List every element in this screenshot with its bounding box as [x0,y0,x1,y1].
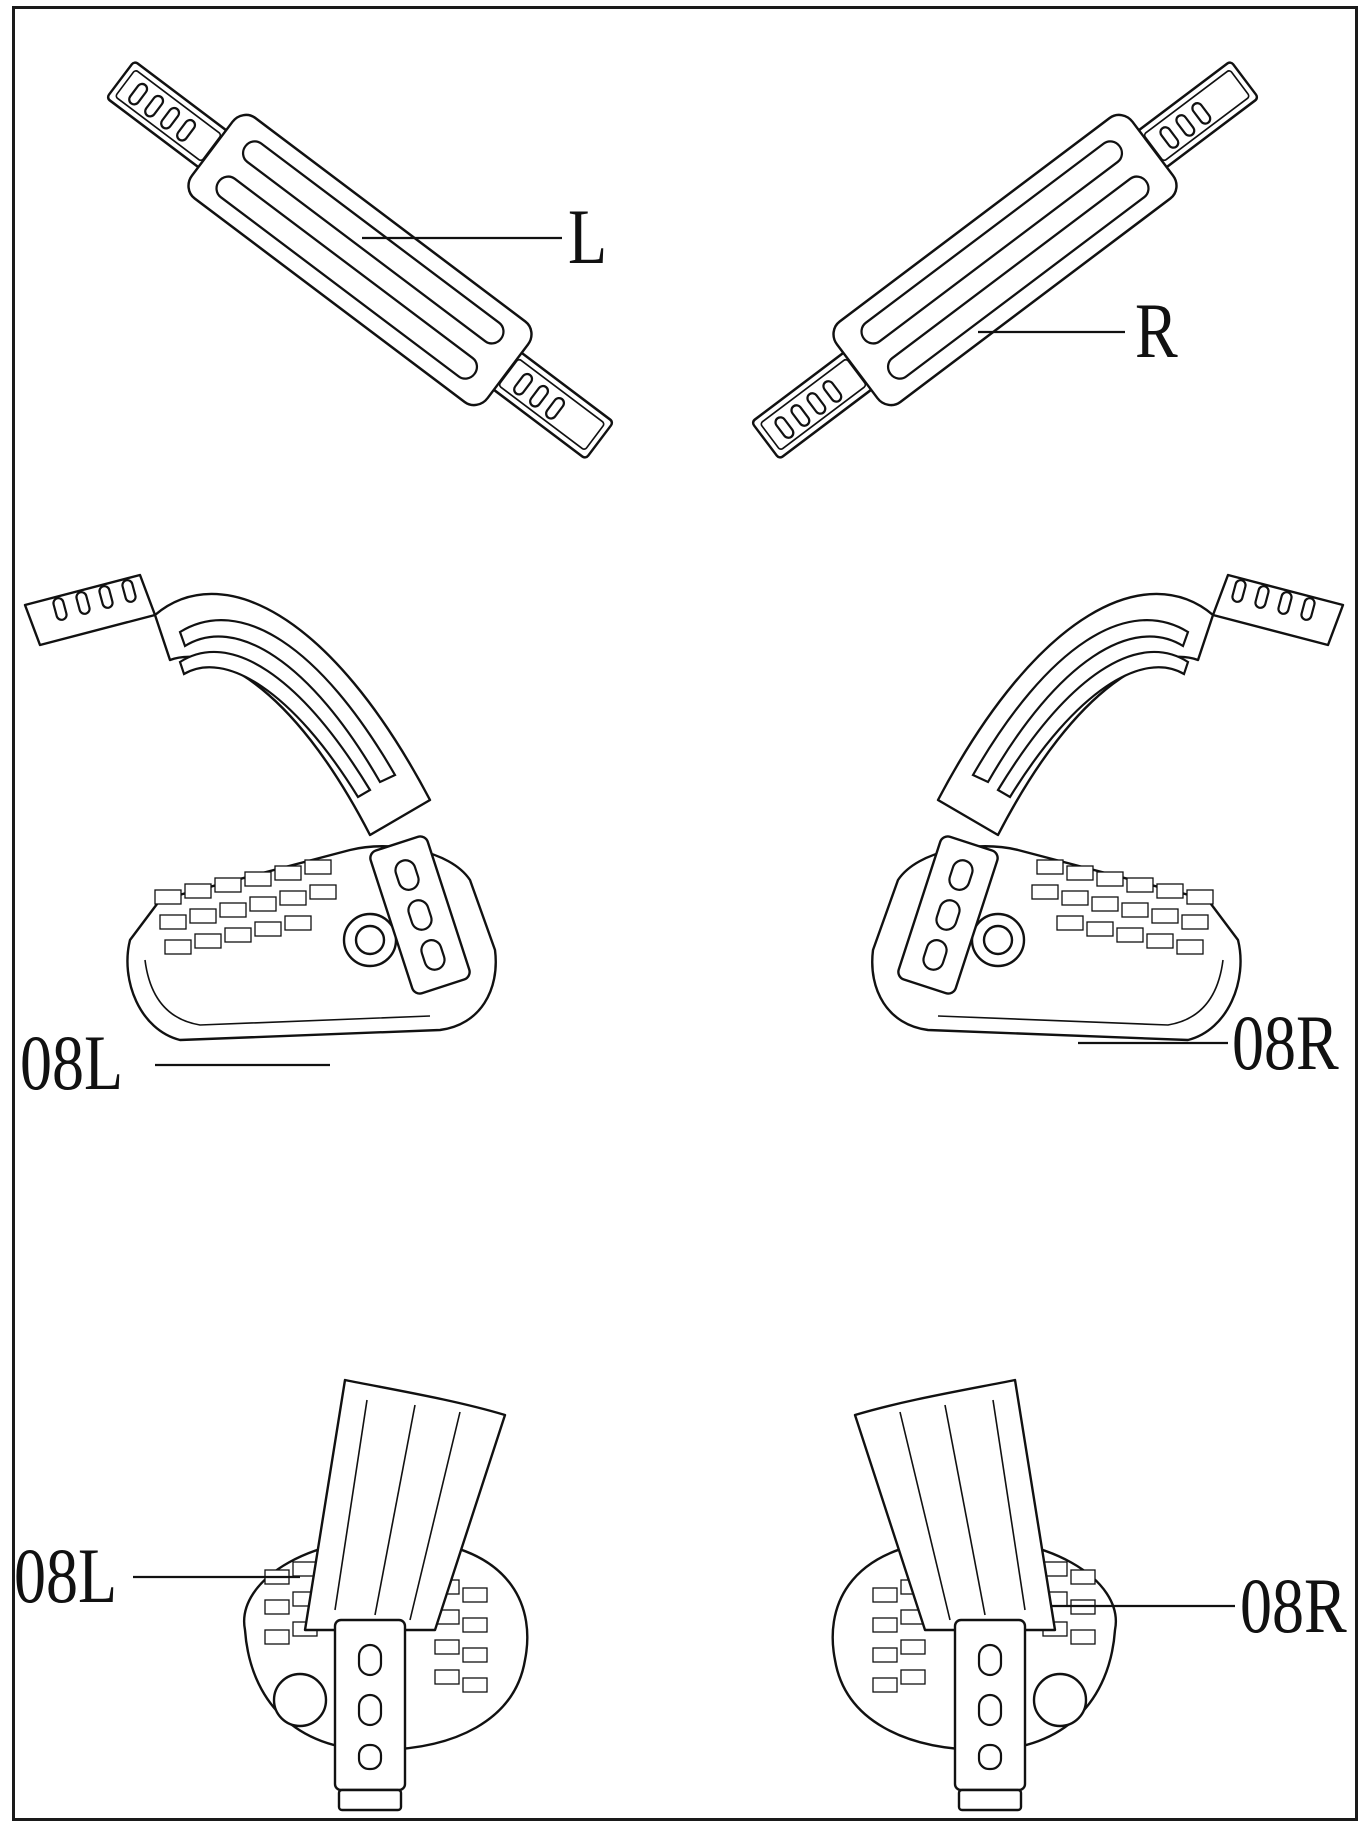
pedal-front-right-illustration [831,1378,1118,1812]
pedal-side-left-illustration [23,573,497,1042]
pedal-side-right-label: 08R [1232,1000,1339,1086]
strap-right-label: R [1135,288,1178,374]
pedal-front-right-label: 08R [1240,1563,1347,1649]
diagram-border [12,6,1358,1821]
pedal-side-right-illustration [871,573,1345,1042]
pedal-side-left-label: 08L [20,1020,123,1106]
strap-left-illustration [88,37,632,483]
pedal-front-left-illustration [242,1378,529,1812]
pedal-front-left-label: 08L [14,1533,117,1619]
strap-right-illustration [733,37,1277,483]
strap-left-label: L [568,194,607,280]
